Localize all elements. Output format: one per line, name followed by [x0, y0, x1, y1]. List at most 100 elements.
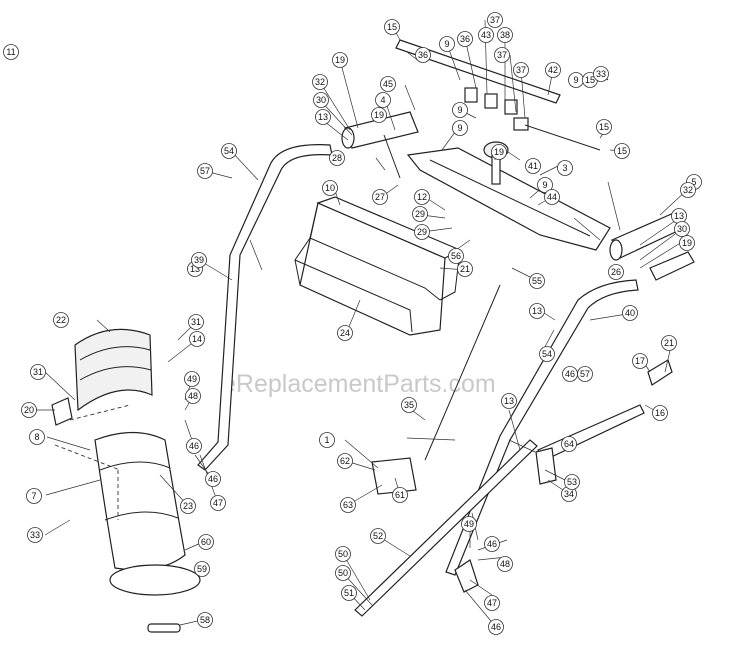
callout-ring [29, 429, 45, 445]
callout-label: 36 [460, 34, 470, 44]
callout-ring [21, 402, 37, 418]
callout-13: 13 [529, 303, 545, 319]
dash-rib-b [294, 259, 413, 333]
callout-label: 8 [34, 432, 39, 442]
callout-ring [335, 546, 351, 562]
dash-right [439, 249, 461, 301]
bracket-62 [371, 457, 417, 495]
panel-bracket [406, 147, 611, 251]
callout-41: 41 [525, 158, 541, 174]
callout-label: 60 [201, 537, 211, 547]
callout-label: 49 [464, 519, 474, 529]
callout-label: 29 [417, 227, 427, 237]
callout-37: 37 [494, 47, 510, 63]
callout-label: 26 [611, 267, 621, 277]
callout-26: 26 [608, 264, 624, 280]
callout-9: 9 [452, 102, 468, 118]
callout-19: 19 [332, 52, 348, 68]
callout-label: 42 [548, 65, 558, 75]
callout-label: 49 [187, 374, 197, 384]
bolt-27 [383, 134, 401, 179]
callout-39: 39 [191, 252, 207, 268]
callout-ring [487, 12, 503, 28]
callout-59: 59 [194, 561, 210, 577]
callout-33: 33 [27, 527, 43, 543]
callout-15: 15 [596, 119, 612, 135]
callout-ring [3, 44, 19, 60]
callout-label: 56 [451, 251, 461, 261]
callout-label: 9 [457, 105, 462, 115]
callout-label: 46 [565, 369, 575, 379]
callout-label: 48 [500, 559, 510, 569]
callout-label: 15 [599, 122, 609, 132]
callout-ring [622, 305, 638, 321]
callout-15: 15 [384, 19, 400, 35]
callout-10: 10 [322, 180, 338, 196]
callout-46: 46 [562, 366, 578, 382]
callout-label: 47 [487, 598, 497, 608]
callout-label: 13 [674, 211, 684, 221]
callout-54: 54 [539, 346, 555, 362]
callout-ring [335, 565, 351, 581]
callout-group: 1345789999910111213131313131415151515161… [3, 12, 702, 635]
callout-label: 36 [418, 50, 428, 60]
dash-side [294, 202, 319, 286]
callout-21: 21 [457, 261, 473, 277]
leader-lines [35, 19, 688, 628]
callout-13: 13 [671, 208, 687, 224]
callout-28: 28 [329, 150, 345, 166]
callout-ring [210, 495, 226, 511]
callout-label: 5 [691, 177, 696, 187]
callout-label: 9 [573, 75, 578, 85]
callout-3: 3 [557, 160, 573, 176]
callout-ring [205, 471, 221, 487]
callout-46: 46 [484, 536, 500, 552]
callout-label: 28 [332, 153, 342, 163]
callout-ring [188, 314, 204, 330]
callout-label: 19 [335, 55, 345, 65]
callout-label: 35 [404, 400, 414, 410]
callout-9: 9 [537, 177, 553, 193]
callout-label: 39 [194, 255, 204, 265]
callout-37: 37 [487, 12, 503, 28]
callout-13: 13 [315, 109, 331, 125]
callout-label: 57 [200, 166, 210, 176]
callout-22: 22 [53, 312, 69, 328]
callout-label: 15 [617, 146, 627, 156]
callout-label: 33 [30, 530, 40, 540]
callout-label: 46 [491, 622, 501, 632]
callout-29: 29 [412, 206, 428, 222]
callout-24: 24 [337, 325, 353, 341]
callout-label: 3 [562, 163, 567, 173]
callout-57: 57 [197, 163, 213, 179]
callout-40: 40 [622, 305, 638, 321]
callout-label: 46 [208, 474, 218, 484]
callout-ring [315, 109, 331, 125]
callout-ring [501, 393, 517, 409]
callout-label: 38 [500, 30, 510, 40]
control-panel-assembly [395, 39, 611, 251]
handle-40 [445, 279, 639, 576]
callout-50: 50 [335, 565, 351, 581]
callout-ring [478, 27, 494, 43]
callout-ring [197, 612, 213, 628]
callout-ring [491, 144, 507, 160]
callout-label: 21 [460, 264, 470, 274]
callout-ring [484, 595, 500, 611]
callout-ring [319, 432, 335, 448]
callout-ring [392, 487, 408, 503]
callout-label: 50 [338, 568, 348, 578]
callout-30: 30 [313, 92, 329, 108]
callout-31: 31 [30, 364, 46, 380]
callout-ring [184, 371, 200, 387]
callout-19: 19 [371, 107, 387, 123]
callout-ring [539, 346, 555, 362]
callout-label: 54 [224, 146, 234, 156]
callout-ring [180, 498, 196, 514]
chute-rib-b [104, 511, 179, 521]
lever-block-a [464, 87, 478, 103]
callout-31: 31 [188, 314, 204, 330]
shift-rod [395, 39, 561, 104]
callout-46: 46 [488, 619, 504, 635]
callout-ring [457, 31, 473, 47]
